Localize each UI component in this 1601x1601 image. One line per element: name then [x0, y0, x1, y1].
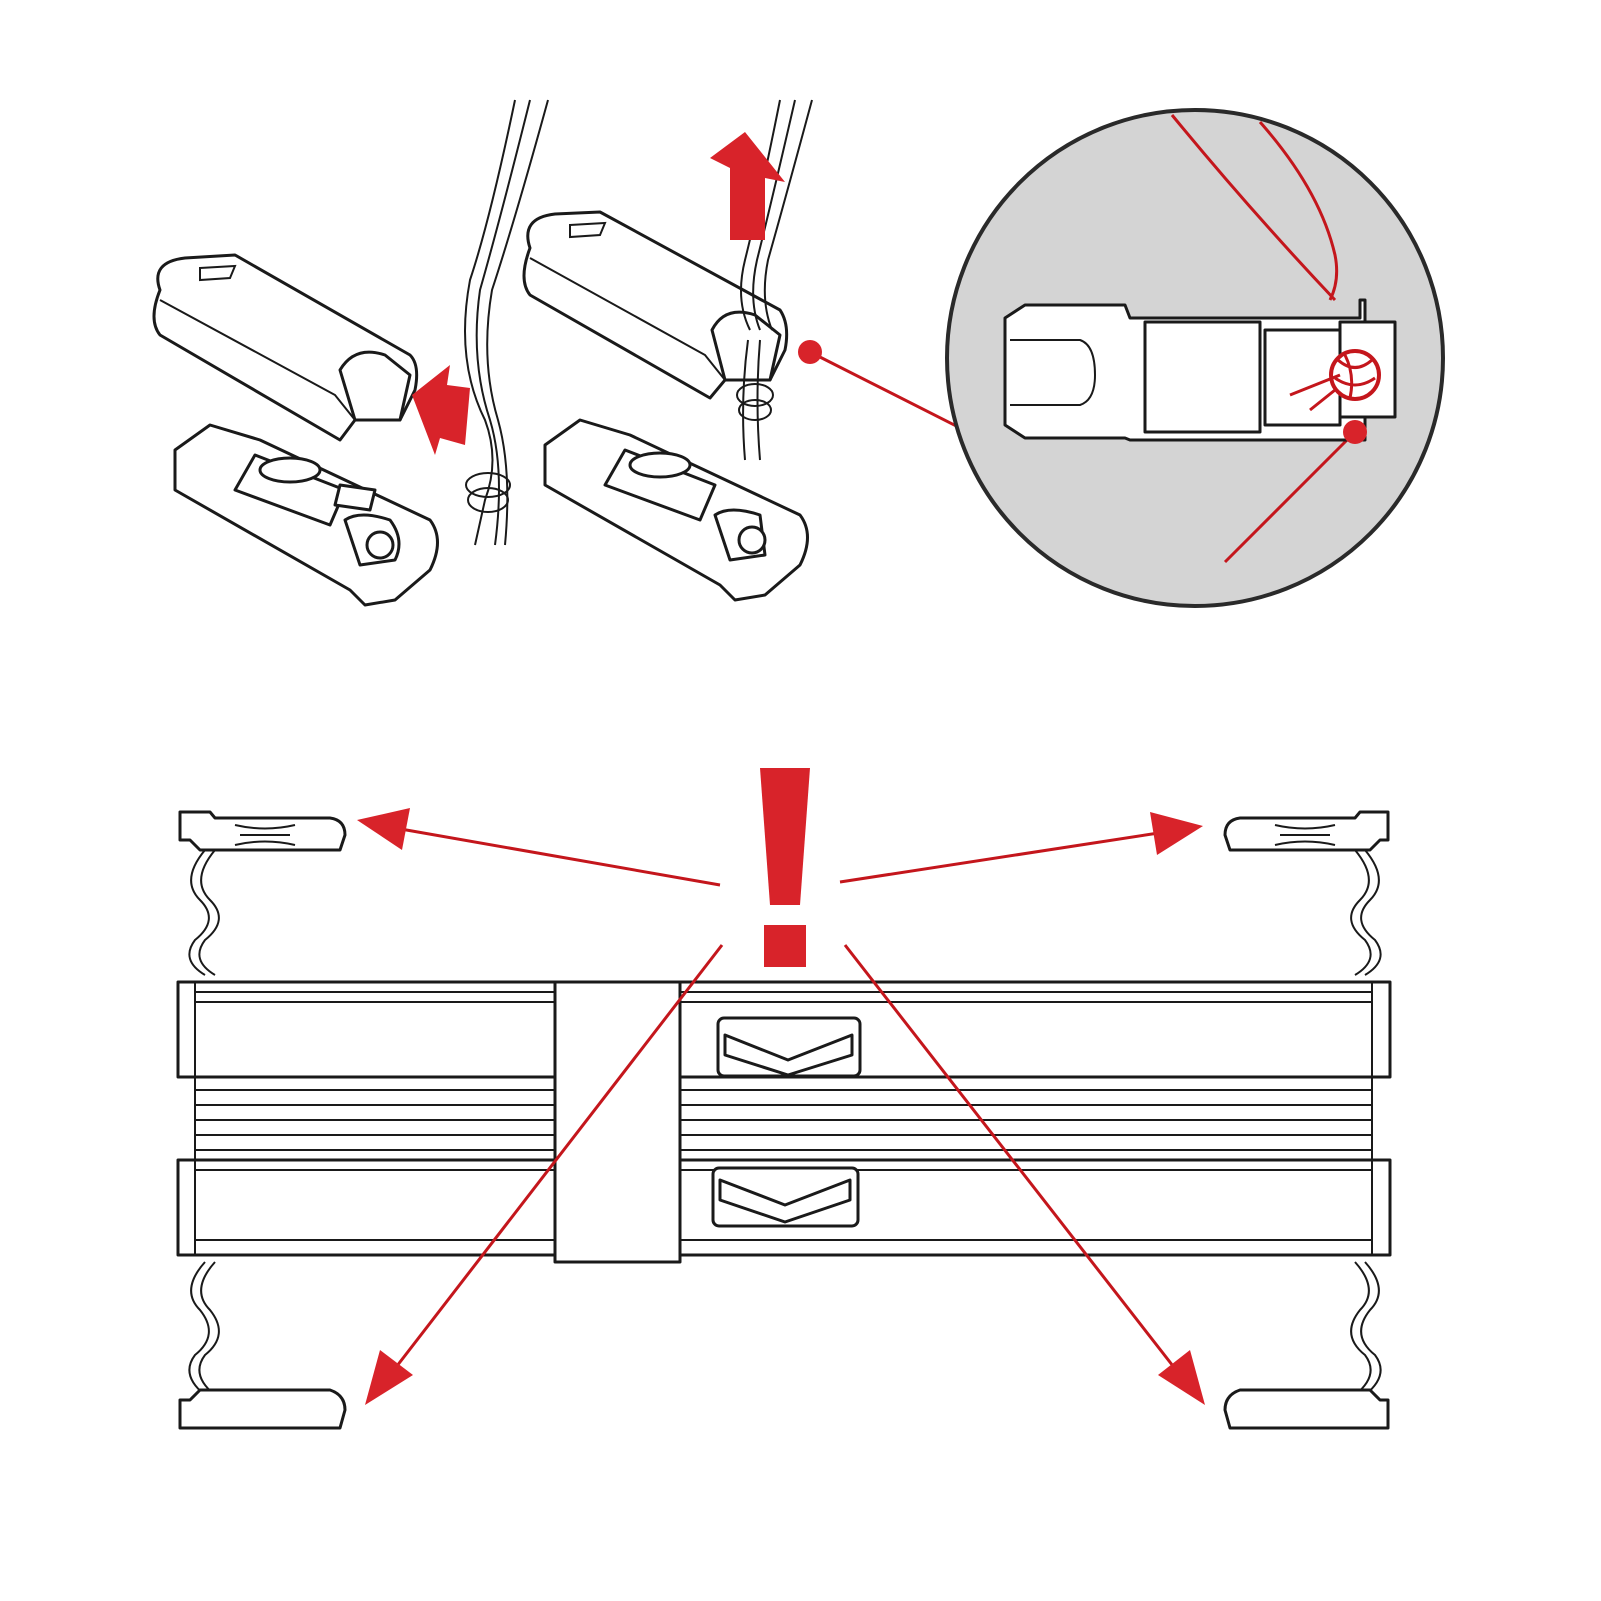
magnifier-circle-icon [945, 108, 1445, 608]
top-panel [152, 99, 1445, 608]
cord-guide-lower [711, 1166, 860, 1228]
warning-arrows [357, 808, 1205, 1405]
end-cap-bottom-left [178, 1261, 347, 1430]
end-cap-bottom-right [1223, 1261, 1390, 1430]
arrow-top-right-icon [1150, 812, 1203, 855]
arrow-up-icon [710, 132, 785, 240]
end-cap-top-right [1223, 810, 1390, 976]
arrow-top-left-icon [357, 808, 410, 850]
end-cap-top-piece-right [522, 210, 789, 400]
bottom-panel [176, 768, 1392, 1430]
cords-threaded [736, 99, 813, 461]
end-cap-top-piece-left [152, 253, 419, 442]
end-cap-base-piece-right [543, 418, 809, 602]
blind-rail-assembly [176, 980, 1392, 1264]
end-cap-base-piece-left [173, 423, 439, 607]
arrow-bottom-left-icon [365, 1350, 413, 1405]
exclamation-icon [760, 768, 810, 967]
arrow-left-icon [412, 365, 470, 455]
arrow-bottom-right-icon [1158, 1350, 1205, 1405]
end-cap-top-left [178, 810, 347, 976]
cords-with-knot [464, 99, 549, 546]
cord-guide-upper [716, 1016, 862, 1078]
